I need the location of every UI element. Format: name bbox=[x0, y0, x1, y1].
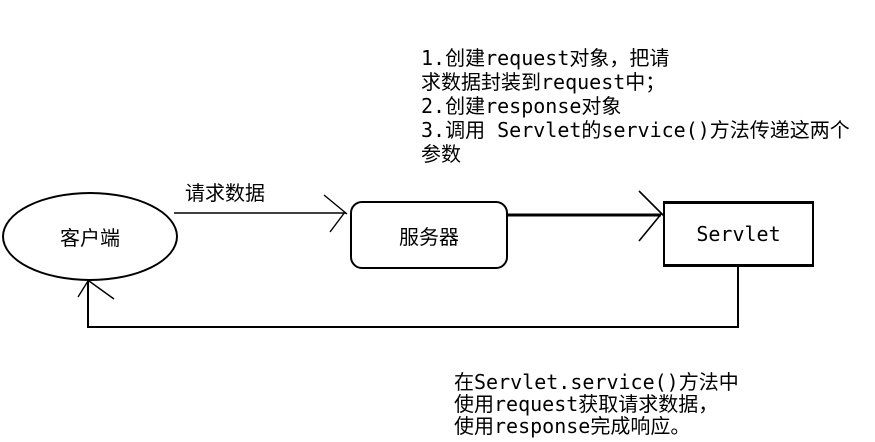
client-node: 客户端 bbox=[2, 192, 178, 281]
server-steps-line: 求数据封装到request中； bbox=[421, 70, 666, 94]
server-steps-line: 参数 bbox=[421, 142, 461, 166]
server-steps-annotation: 1.创建request对象，把请 求数据封装到request中； 2.创建res… bbox=[421, 46, 850, 166]
server-node: 服务器 bbox=[350, 201, 508, 269]
client-node-label: 客户端 bbox=[60, 226, 120, 250]
servlet-node-label: Servlet bbox=[696, 222, 781, 246]
server-steps-line: 3.调用 Servlet的service()方法传递这两个 bbox=[421, 118, 850, 142]
arrow-servlet-to-client-path bbox=[87, 266, 739, 328]
server-steps-line: 1.创建request对象，把请 bbox=[421, 46, 670, 70]
arrow-client-to-server-head-upper bbox=[323, 194, 348, 215]
arrow-server-to-servlet-head-upper bbox=[638, 190, 665, 217]
server-node-label: 服务器 bbox=[399, 224, 459, 249]
servlet-note-annotation: 在Servlet.service()方法中 使用request获取请求数据， 使… bbox=[454, 371, 739, 437]
arrow-server-to-servlet-head-lower bbox=[638, 212, 663, 242]
arrow-client-to-server bbox=[174, 194, 348, 233]
arrow-client-to-server-head-lower bbox=[329, 211, 346, 233]
arrow-servlet-to-client bbox=[77, 266, 739, 328]
arrow-servlet-to-client-head-right bbox=[88, 280, 115, 300]
servlet-note-line: 在Servlet.service()方法中 bbox=[454, 370, 739, 394]
arrow-server-to-servlet bbox=[507, 190, 665, 242]
arrow-servlet-to-client-head-left bbox=[77, 280, 89, 298]
server-steps-line: 2.创建response对象 bbox=[421, 94, 622, 118]
servlet-node: Servlet bbox=[663, 201, 814, 267]
servlet-note-line: 使用request获取请求数据， bbox=[454, 392, 719, 416]
servlet-note-line: 使用response完成响应。 bbox=[454, 414, 691, 438]
request-data-edge-label: 请求数据 bbox=[185, 181, 265, 205]
